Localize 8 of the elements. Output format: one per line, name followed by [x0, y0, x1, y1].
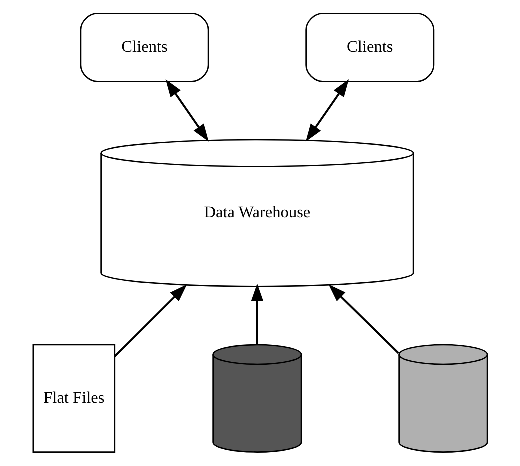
- arrow: [305, 79, 349, 142]
- arrow: [250, 284, 264, 345]
- node-box: Clients: [305, 13, 434, 82]
- arrow: [328, 284, 400, 354]
- arrow: [114, 284, 187, 358]
- arrow: [165, 79, 208, 142]
- node-box: Flat Files: [32, 344, 116, 453]
- node-box: Clients: [80, 13, 209, 82]
